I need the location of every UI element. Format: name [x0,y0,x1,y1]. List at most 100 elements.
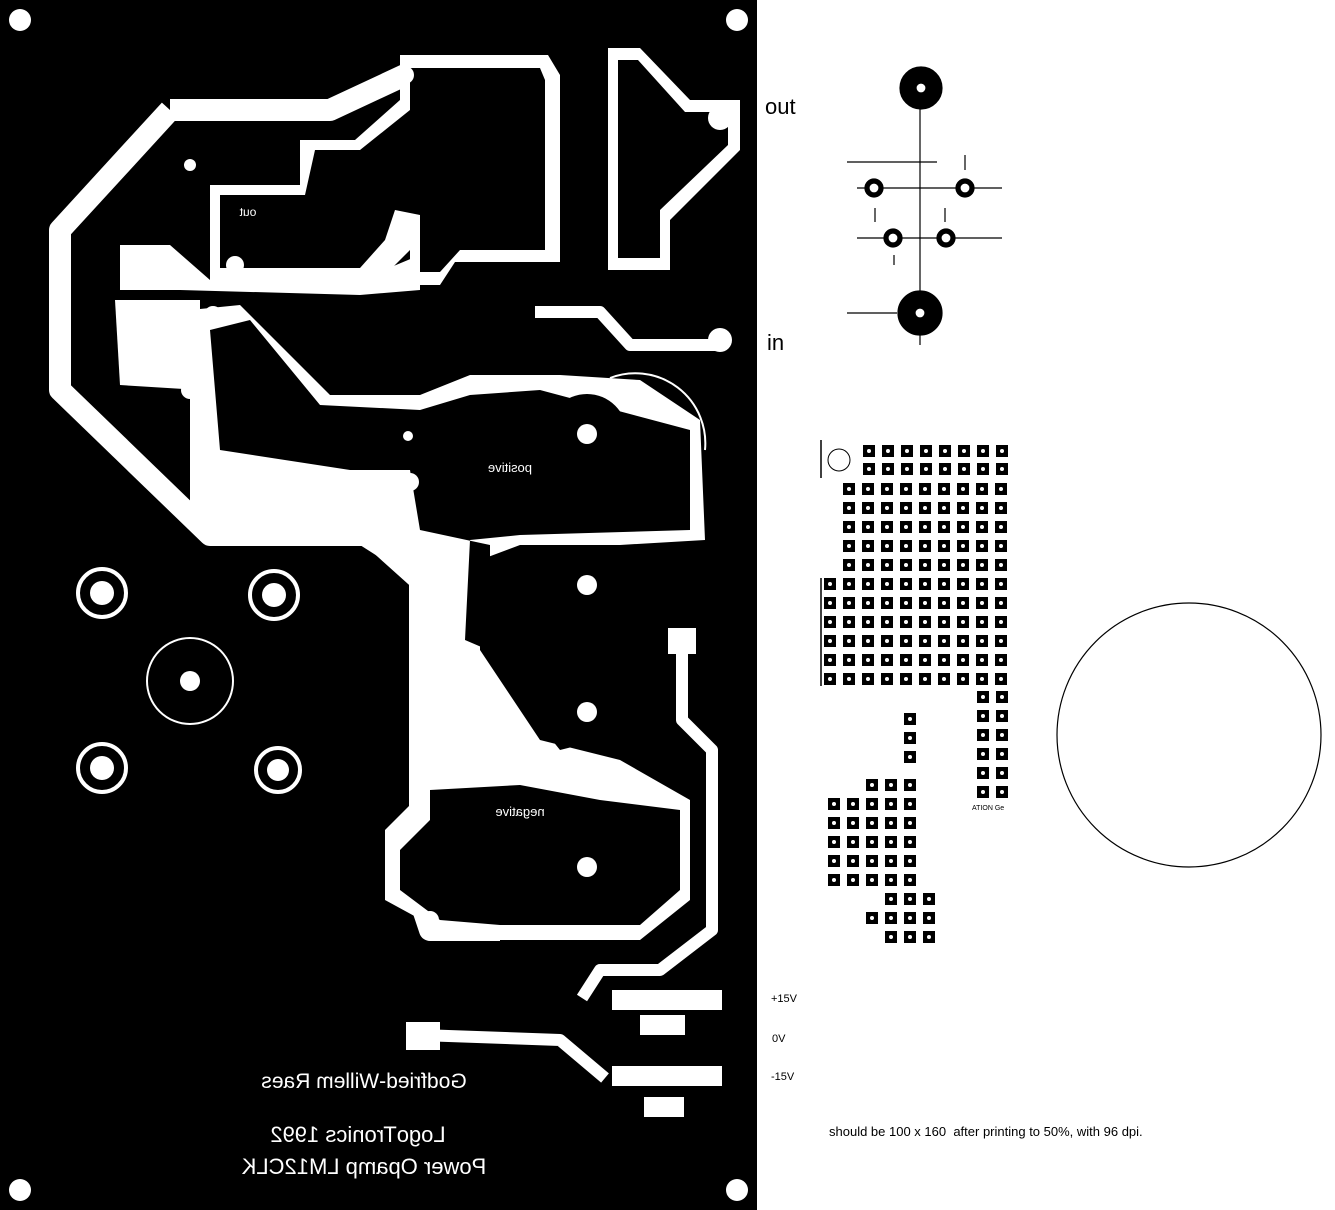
perf-hole [866,658,870,662]
trace-supply-plus [576,640,718,1002]
perf-hole [847,620,851,624]
perf-hole [923,582,927,586]
perf-hole [980,677,984,681]
perf-hole [923,563,927,567]
perf-hole [923,639,927,643]
silk-out: out [239,205,256,219]
perf-hole [999,563,1003,567]
perf-hole [1000,714,1004,718]
perf-hole [832,859,836,863]
perf-hole [961,582,965,586]
perf-hole [828,677,832,681]
perf-hole [866,525,870,529]
copper-right-box-inner [618,60,728,258]
perf-hole [908,802,912,806]
perf-hole [942,506,946,510]
perf-hole [981,790,985,794]
perfboard-pattern [824,445,1008,943]
perf-hole [828,582,832,586]
perf-hole [904,487,908,491]
perf-hole [867,449,871,453]
perf-hole [980,658,984,662]
perf-hole [980,620,984,624]
perf-hole [923,677,927,681]
perf-hole [961,620,965,624]
print-note: should be 100 x 160 after printing to 50… [829,1124,1143,1139]
perf-hole [943,449,947,453]
small-pads [134,66,732,929]
perf-hole [847,525,851,529]
perf-hole [942,639,946,643]
perf-hole [885,620,889,624]
supply-connectors [406,628,722,1117]
perf-hole [961,487,965,491]
perf-hole [923,506,927,510]
heatsink-circle [1056,602,1322,868]
perf-hole [867,467,871,471]
perf-hole [923,658,927,662]
perf-hole [999,487,1003,491]
perf-hole [847,582,851,586]
perf-hole [942,582,946,586]
silk-author: Godfried-Willem Raes [261,1070,466,1093]
perf-hole [885,658,889,662]
perf-hole [961,544,965,548]
perf-hole [847,639,851,643]
perf-hole [942,525,946,529]
perf-hole [942,677,946,681]
supply-plus-label: +15V [771,993,797,1005]
trace-input [535,306,722,351]
trace-supply-minus [419,1029,609,1083]
perf-hole [908,916,912,920]
perf-hole [851,802,855,806]
perf-hole [961,601,965,605]
perf-hole [885,487,889,491]
perf-hole [885,582,889,586]
perf-hole [866,563,870,567]
chip-text: ATION Ge [972,805,1004,812]
supply-zero-label: 0V [772,1033,786,1045]
perf-hole [870,840,874,844]
perf-hole [961,525,965,529]
perf-hole [851,859,855,863]
perf-hole [904,525,908,529]
perf-hole [942,658,946,662]
perf-hole [904,582,908,586]
perf-hole [981,714,985,718]
perf-hole [904,544,908,548]
perf-hole [981,467,985,471]
perf-hole [908,935,912,939]
perf-hole [961,639,965,643]
perf-hole [885,525,889,529]
perf-hole [942,620,946,624]
perf-hole [889,802,893,806]
copper-left-block [115,300,200,390]
pinout-in-label: in [767,330,785,355]
perf-hole [980,601,984,605]
perf-hole [866,601,870,605]
side-panel: ATION Ge [820,66,1322,943]
silk-title: Power Opamp LM12CLK [241,1154,486,1179]
perf-hole [981,733,985,737]
perf-hole [1000,733,1004,737]
perf-hole [980,487,984,491]
perf-hole [1000,771,1004,775]
perf-hole [1000,790,1004,794]
perf-hole [832,878,836,882]
perf-hole [832,840,836,844]
perf-hole [999,677,1003,681]
perf-hole [980,525,984,529]
perf-hole [885,677,889,681]
perf-hole [889,783,893,787]
perf-hole [908,840,912,844]
perf-hole [904,658,908,662]
perf-hole [851,821,855,825]
perf-hole [927,897,931,901]
perf-hole [942,601,946,605]
perf-hole [828,658,832,662]
perf-hole [870,859,874,863]
perf-hole [924,467,928,471]
copper-negative-island [490,545,680,750]
pcb-layout: out positive negative Godfried-Willem Ra… [0,0,757,1210]
perf-hole [847,658,851,662]
